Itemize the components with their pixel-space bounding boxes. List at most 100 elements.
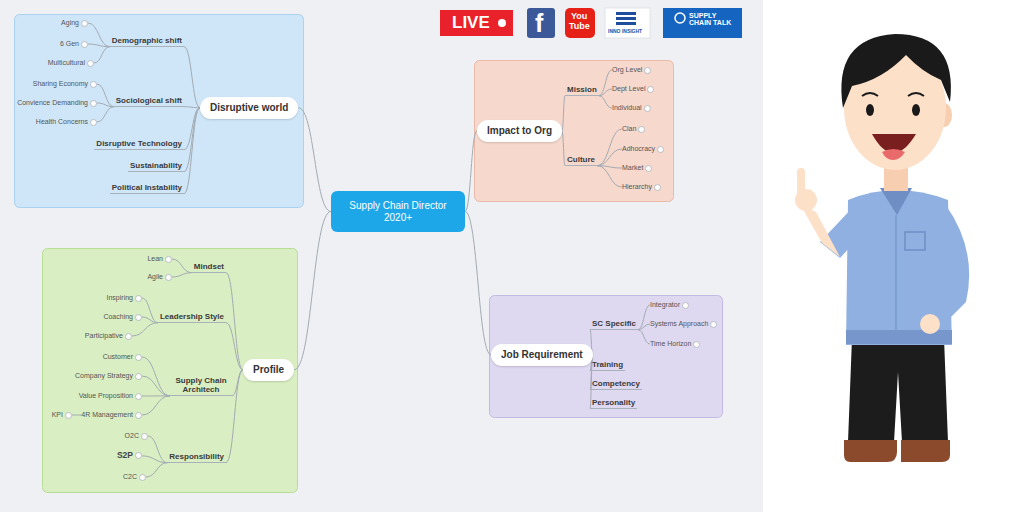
branch-line: [172, 273, 192, 277]
logo-text: INNO INSIGHT: [608, 29, 642, 34]
sub-topic: Sociological shift: [114, 96, 184, 107]
branch-line: [597, 149, 622, 166]
logo-text: f: [535, 10, 543, 36]
leaf-topic: Value Proposition: [79, 392, 142, 400]
topic-text: Coaching: [103, 313, 133, 321]
branch-line: [88, 44, 110, 47]
branch-line: [465, 212, 491, 355]
topic-text: Inspiring: [107, 294, 133, 302]
branch-line: [97, 84, 114, 107]
leaf-topic: Org Level: [612, 66, 651, 74]
leaf-topic: Integrator: [650, 301, 689, 309]
facebook-logo: [527, 8, 555, 38]
branch-line: [599, 70, 612, 96]
topic-text: Customer: [103, 353, 133, 361]
topic-text: KPI: [52, 411, 63, 419]
sub-topic: Personality: [590, 398, 637, 409]
topic-text: 4R Management: [81, 411, 133, 419]
topic-text: Training: [592, 360, 623, 369]
topic-text: Impact to Org: [487, 125, 552, 137]
white-area: [763, 0, 1024, 512]
leaf-topic: Company Strategy: [75, 372, 142, 380]
branch-line: [298, 108, 331, 212]
topic-text: Disruptive world: [210, 102, 288, 114]
branch-line: [184, 47, 200, 108]
topic-text: Lean: [147, 255, 163, 263]
topic-text: Sharing Economy: [33, 80, 88, 88]
green-panel: [43, 249, 298, 493]
leaf-topic: Multicultural: [48, 59, 94, 67]
sub-topic: Culture: [565, 155, 597, 166]
branch-line: [142, 456, 167, 463]
topic-text: Competency: [592, 379, 640, 388]
branch-line: [148, 436, 167, 463]
leaf-topic: Systems Approach: [650, 320, 717, 328]
sub-topic: Competency: [590, 379, 642, 390]
branch-line: [599, 89, 612, 96]
leaf-topic: 4R Management: [81, 411, 142, 419]
topic-text: Supply Chain Architech: [172, 376, 230, 394]
branch-line: [88, 23, 110, 47]
sct-logo: [663, 8, 742, 38]
branch-line: [232, 370, 243, 396]
topic-text: Dept Level: [612, 85, 645, 93]
leaf-topic: Hierarchy: [622, 183, 661, 191]
topic-text: Sustainability: [130, 161, 182, 170]
topic-text: C2C: [123, 473, 137, 481]
leaf-topic: Health Concerns: [36, 118, 97, 126]
inno-logo: [605, 8, 650, 38]
topic-text: Hierarchy: [622, 183, 652, 191]
topic-text: 6 Gen: [60, 40, 79, 48]
sub-topic: SC Specific: [590, 319, 638, 330]
topic-text: Participative: [85, 332, 123, 340]
leaf-topic: O2C: [125, 432, 148, 440]
sub-topic: Demographic shift: [110, 36, 184, 47]
topic-text: Convience Demanding: [17, 99, 88, 107]
live-logo: [440, 10, 513, 36]
branch-line: [97, 107, 114, 122]
topic-text: Clan: [622, 125, 636, 133]
topic-text: Supply Chain Director 2020+: [339, 200, 457, 223]
branch-line: [226, 370, 243, 463]
leaf-topic: Adhocracy: [622, 145, 664, 153]
leaf-topic: Sharing Economy: [33, 80, 97, 88]
branch-line: [97, 103, 114, 107]
topic-text: Job Requirement: [501, 349, 583, 361]
sub-topic: Mission: [565, 85, 599, 96]
red-panel: [475, 61, 674, 202]
main-branch: Disruptive world: [200, 97, 298, 119]
branch-line: [638, 330, 650, 344]
main-branch: Impact to Org: [477, 120, 562, 142]
sct-icon: [675, 13, 685, 23]
purple-panel: [490, 296, 723, 418]
topic-text: Aging: [61, 19, 79, 27]
blue-panel: [15, 15, 304, 208]
branch-line: [72, 415, 81, 416]
leaf-topic: KPI: [52, 411, 72, 419]
branch-line: [184, 107, 200, 108]
branch-line: [172, 259, 192, 273]
branch-line: [132, 323, 158, 336]
branch-line: [142, 357, 170, 396]
branch-line: [184, 108, 200, 172]
leaf-topic: Agile: [147, 273, 172, 281]
sub-topic: Political Instability: [110, 183, 184, 194]
topic-text: Integrator: [650, 301, 680, 309]
sub-topic: Responsibility: [167, 452, 226, 463]
topic-text: Personality: [592, 398, 635, 407]
cartoon-man: [795, 34, 969, 462]
leaf-topic: C2C: [123, 473, 146, 481]
logo-text: SUPPLY CHAIN TALK: [689, 12, 739, 27]
branch-line: [142, 317, 158, 323]
topic-text: Market: [622, 164, 643, 172]
youtube-logo: [565, 8, 595, 38]
inno-icon: [616, 17, 636, 20]
leaf-topic: Customer: [103, 353, 142, 361]
topic-text: Demographic shift: [112, 36, 182, 45]
sub-topic: Leadership Style: [158, 312, 226, 323]
main-branch: Profile: [243, 359, 294, 381]
leaf-topic: Market: [622, 164, 652, 172]
branch-line: [597, 129, 622, 166]
sub-topic: Mindset: [192, 262, 226, 273]
topic-text: Mindset: [194, 262, 224, 271]
